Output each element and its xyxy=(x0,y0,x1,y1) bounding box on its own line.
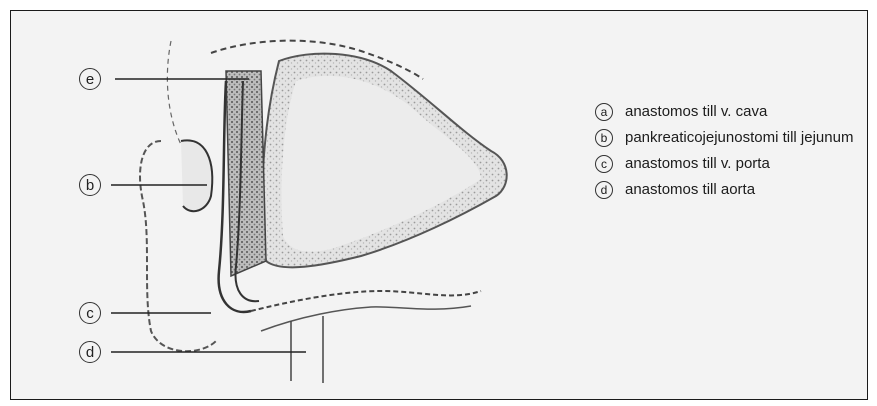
vessel-band xyxy=(226,71,266,276)
bottom-vessel xyxy=(291,316,323,383)
legend-text-d: anastomos till aorta xyxy=(625,181,855,198)
legend-item-b: b pankreaticojejunostomi till jejunum xyxy=(595,129,855,147)
figure-frame: e b c d a anastomos till v. cava b pankr… xyxy=(10,10,868,400)
liver-inner xyxy=(282,76,481,252)
jejunum-loop xyxy=(181,140,212,211)
legend-item-a: a anastomos till v. cava xyxy=(595,103,855,121)
legend-text-a: anastomos till v. cava xyxy=(625,103,855,120)
intestine-lower-2 xyxy=(261,306,471,331)
legend-key-b: b xyxy=(595,129,613,147)
callout-d: d xyxy=(79,341,101,363)
legend-key-d: d xyxy=(595,181,613,199)
legend-key-a: a xyxy=(595,103,613,121)
legend: a anastomos till v. cava b pankreaticoje… xyxy=(595,103,855,207)
legend-item-d: d anastomos till aorta xyxy=(595,181,855,199)
legend-text-c: anastomos till v. porta xyxy=(625,155,855,172)
legend-key-c: c xyxy=(595,155,613,173)
callout-c: c xyxy=(79,302,101,324)
legend-text-b: pankreaticojejunostomi till jejunum xyxy=(625,129,855,146)
callout-b: b xyxy=(79,174,101,196)
callout-e: e xyxy=(79,68,101,90)
legend-item-c: c anastomos till v. porta xyxy=(595,155,855,173)
